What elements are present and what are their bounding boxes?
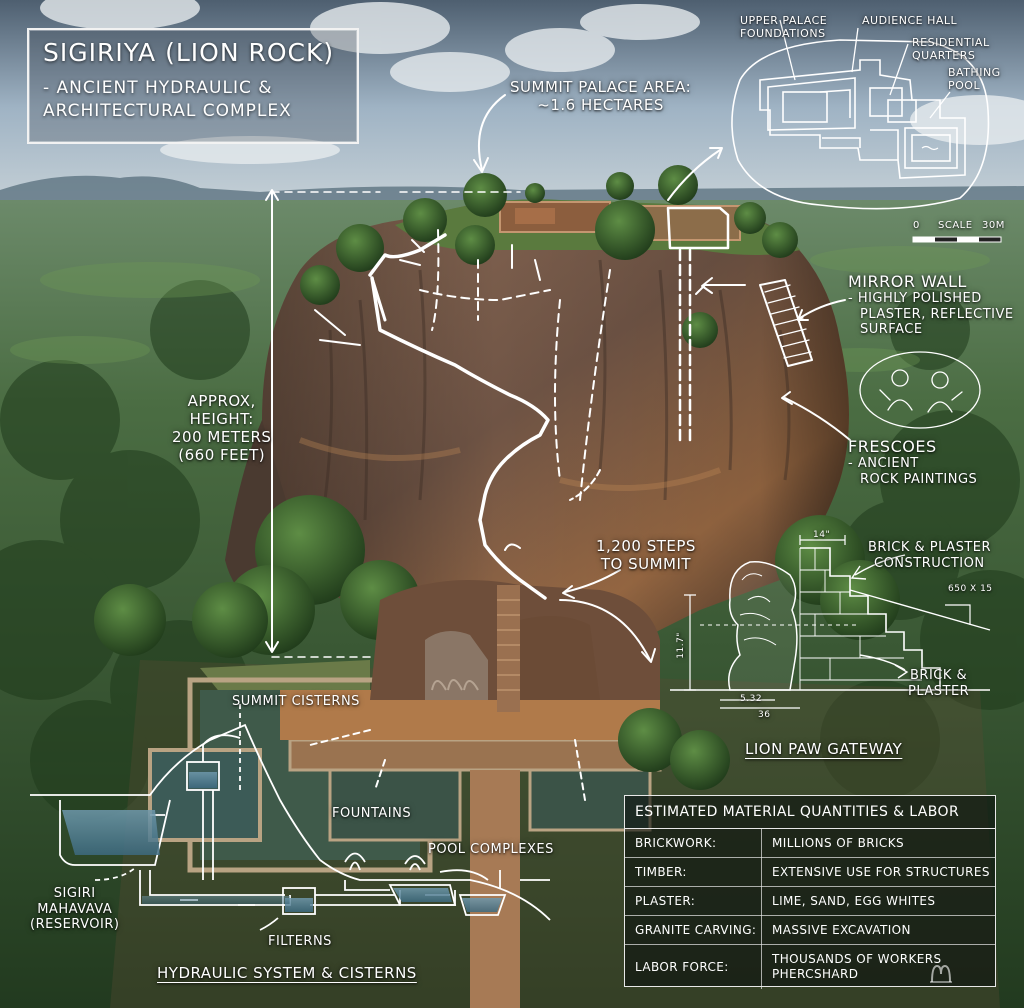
height-label: APPROX, HEIGHT: 200 METERS (660 FEET): [172, 392, 271, 464]
bathing-pool-label: BATHING POOL: [948, 66, 1001, 92]
watermark-icon: [930, 964, 952, 983]
title-sub-1: - ANCIENT HYDRAULIC &: [43, 78, 273, 98]
summit-area-line-1: SUMMIT PALACE AREA:: [510, 78, 692, 96]
reservoir-line-3: (RESERVOIR): [30, 917, 120, 933]
brick-construction-line-1: BRICK & PLASTER: [868, 540, 992, 555]
summit-area-label: SUMMIT PALACE AREA: ~1.6 HECTARES: [510, 78, 691, 114]
scale-zero: 0: [913, 220, 920, 231]
mirror-line-2: - HIGHLY POLISHED: [848, 291, 982, 307]
mirror-wall-label: MIRROR WALL - HIGHLY POLISHED PLASTER, R…: [848, 272, 1014, 338]
dimension-top: 14": [813, 530, 831, 540]
table-body: BRICKWORK: MILLIONS OF BRICKS TIMBER: EX…: [625, 829, 995, 989]
table-row: PLASTER: LIME, SAND, EGG WHITES: [625, 886, 995, 916]
mirror-line-3: PLASTER, REFLECTIVE: [860, 306, 1014, 322]
steps-line-1: 1,200 STEPS: [596, 537, 696, 555]
bathing-line-2: POOL: [948, 79, 981, 93]
row-value: MILLIONS OF BRICKS: [761, 829, 995, 858]
residential-label: RESIDENTIAL QUARTERS: [912, 36, 990, 62]
scale-word: SCALE: [938, 220, 973, 231]
row-value: MASSIVE EXCAVATION: [761, 915, 995, 945]
upper-palace-label: UPPER PALACE FOUNDATIONS: [740, 14, 827, 40]
frescoes-line-1: FRESCOES: [848, 437, 937, 456]
brick-construction-line-2: CONSTRUCTION: [874, 555, 985, 571]
reservoir-line-1: SIGIRI: [53, 886, 96, 901]
row-key: LABOR FORCE:: [625, 944, 762, 989]
scale-end: 30M: [982, 220, 1005, 231]
brick-plaster-label: BRICK & PLASTER: [908, 668, 969, 699]
height-line-1: APPROX,: [187, 392, 256, 410]
mirror-line-1: MIRROR WALL: [848, 272, 967, 291]
table-row: BRICKWORK: MILLIONS OF BRICKS: [625, 829, 995, 858]
residential-line-1: RESIDENTIAL: [912, 36, 990, 49]
row-key: GRANITE CARVING:: [625, 915, 762, 945]
table-header: ESTIMATED MATERIAL QUANTITIES & LABOR: [625, 796, 995, 829]
hydraulic-system-label: HYDRAULIC SYSTEM & CISTERNS: [157, 964, 417, 982]
filterns-label: FILTERNS: [268, 934, 332, 949]
row-value: LIME, SAND, EGG WHITES: [761, 886, 995, 916]
table-row: LABOR FORCE: THOUSANDS OF WORKERS PHERCS…: [625, 944, 996, 990]
title-sub-2: ARCHITECTURAL COMPLEX: [43, 100, 292, 121]
frescoes-label: FRESCOES - ANCIENT ROCK PAINTINGS: [848, 437, 977, 487]
row-key: BRICKWORK:: [625, 829, 762, 858]
row-value-line-1: THOUSANDS OF WORKERS: [772, 952, 942, 966]
row-value: THOUSANDS OF WORKERS PHERCSHARD: [762, 945, 996, 990]
table-row: GRANITE CARVING: MASSIVE EXCAVATION: [625, 915, 995, 945]
audience-hall-label: AUDIENCE HALL: [862, 14, 958, 27]
residential-line-2: QUARTERS: [912, 49, 976, 63]
title-box: SIGIRIYA (LION ROCK) - ANCIENT HYDRAULIC…: [27, 28, 359, 144]
material-quantities-table: ESTIMATED MATERIAL QUANTITIES & LABOR BR…: [624, 795, 996, 989]
height-line-2: HEIGHT:: [189, 410, 254, 428]
steps-label: 1,200 STEPS TO SUMMIT: [596, 537, 696, 573]
height-line-3: 200 METERS: [172, 428, 272, 446]
dimension-left: 11.7": [675, 632, 686, 659]
summit-area-line-2: ~1.6 HECTARES: [537, 96, 664, 114]
mirror-line-4: SURFACE: [860, 322, 923, 338]
dimension-bottom-2: 36: [758, 710, 771, 720]
frescoes-line-2: - ANCIENT: [848, 456, 919, 472]
table-row: TIMBER: EXTENSIVE USE FOR STRUCTURES: [625, 857, 995, 887]
summit-cisterns-label: SUMMIT CISTERNS: [232, 694, 360, 709]
steps-line-2: TO SUMMIT: [600, 555, 692, 573]
row-value-line-2: PHERCSHARD: [772, 967, 859, 981]
upper-palace-line-2: FOUNDATIONS: [740, 27, 826, 41]
brick-plaster-line-1: BRICK &: [910, 668, 968, 683]
dimension-right: 650 x 15: [948, 584, 993, 594]
lion-paw-gateway-label: LION PAW GATEWAY: [745, 740, 903, 758]
row-value: EXTENSIVE USE FOR STRUCTURES: [761, 857, 995, 887]
row-key: PLASTER:: [625, 886, 762, 916]
height-line-4: (660 FEET): [178, 446, 266, 464]
brick-plaster-line-2: PLASTER: [908, 683, 970, 699]
frescoes-line-3: ROCK PAINTINGS: [860, 471, 978, 487]
bathing-line-1: BATHING: [948, 66, 1001, 79]
row-key: TIMBER:: [625, 857, 762, 887]
dimension-bottom-1: 5.32: [740, 694, 763, 704]
reservoir-label: SIGIRI MAHAVAVA (RESERVOIR): [30, 886, 119, 933]
pool-complexes-label: POOL COMPLEXES: [428, 842, 554, 857]
title-main: SIGIRIYA (LION ROCK): [43, 38, 335, 67]
brick-construction-label: BRICK & PLASTER CONSTRUCTION: [868, 540, 991, 571]
reservoir-line-2: MAHAVAVA: [37, 901, 113, 917]
fountains-label: FOUNTAINS: [332, 806, 412, 821]
upper-palace-line-1: UPPER PALACE: [740, 14, 828, 27]
